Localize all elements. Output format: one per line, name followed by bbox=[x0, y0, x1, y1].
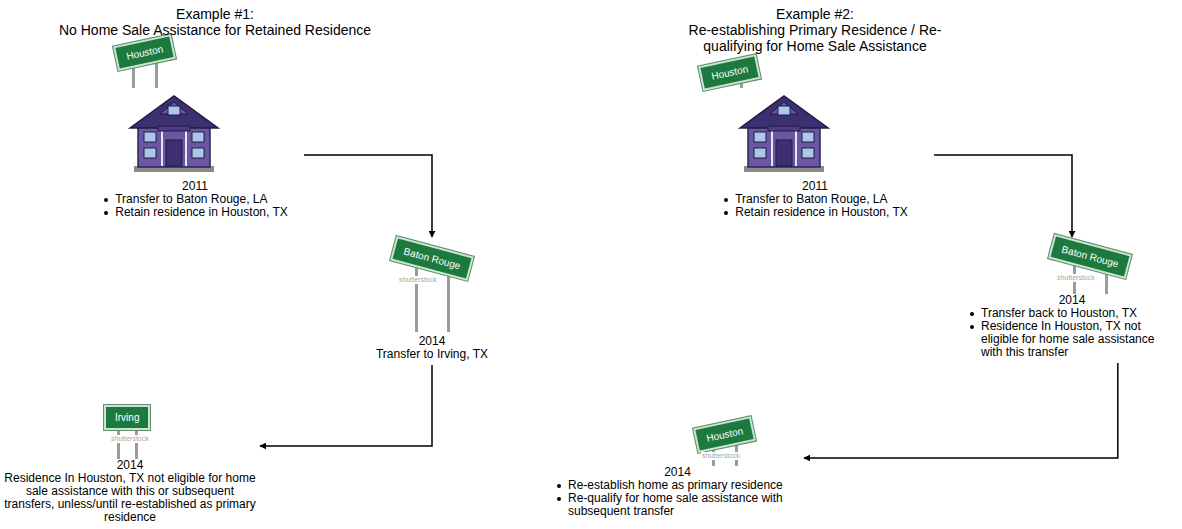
bullet-item: Retain residence in Houston, TX bbox=[722, 206, 908, 219]
bullet-dot bbox=[104, 198, 108, 202]
example-title: Example #2: bbox=[600, 6, 1030, 22]
bullet-dot bbox=[970, 325, 974, 329]
bullet-text: Re-establish home as primary residence bbox=[568, 479, 783, 492]
bullet-list: Transfer to Baton Rouge, LARetain reside… bbox=[102, 193, 288, 219]
bullet-dot bbox=[970, 312, 974, 316]
sign-post bbox=[415, 259, 418, 333]
year-text: 2011 bbox=[700, 180, 930, 193]
stage-text: 2011Transfer to Baton Rouge, LARetain re… bbox=[90, 180, 300, 219]
stage-node: Houstonshutterstock2014Re-establish home… bbox=[555, 420, 800, 518]
stage-node: Houston2011Transfer to Baton Rouge, LARe… bbox=[700, 58, 930, 219]
stage-text: 2014Transfer to Irving, TX bbox=[357, 335, 507, 361]
house-illustration bbox=[738, 88, 830, 174]
flow-arrow bbox=[304, 155, 432, 237]
flow-arrow bbox=[804, 363, 1118, 458]
road-sign: Irving shutterstock bbox=[4, 403, 256, 459]
stage-text: 2014Residence In Houston, TX not eligibl… bbox=[4, 459, 256, 524]
bullet-dot bbox=[104, 211, 108, 215]
year-text: 2014 bbox=[357, 335, 507, 348]
year-text: 2011 bbox=[90, 180, 300, 193]
bullet-item: Re-qualify for home sale assistance with… bbox=[555, 492, 800, 518]
road-sign: Houston bbox=[700, 58, 930, 180]
bullet-item: Transfer back to Houston, TX bbox=[968, 307, 1176, 320]
bullet-list: Re-establish home as primary residenceRe… bbox=[555, 479, 800, 518]
bullet-dot bbox=[557, 497, 561, 501]
bullet-item: Retain residence in Houston, TX bbox=[102, 206, 288, 219]
bullet-dot bbox=[557, 484, 561, 488]
bullet-text: Retain residence in Houston, TX bbox=[735, 206, 908, 219]
city-sign: Irving bbox=[104, 405, 150, 430]
city-sign: Baton Rouge bbox=[1048, 234, 1132, 279]
note-text: Residence In Houston, TX not eligible fo… bbox=[4, 472, 256, 524]
watermark: shutterstock bbox=[1056, 274, 1096, 282]
bullet-text: Residence In Houston, TX not eligible fo… bbox=[981, 320, 1176, 359]
stage-text: 2011Transfer to Baton Rouge, LARetain re… bbox=[700, 180, 930, 219]
bullet-text: Transfer to Baton Rouge, LA bbox=[115, 193, 267, 206]
bullet-dot bbox=[724, 198, 728, 202]
bullet-dot bbox=[724, 211, 728, 215]
note-text: Transfer to Irving, TX bbox=[357, 348, 507, 361]
bullet-item: Residence In Houston, TX not eligible fo… bbox=[968, 320, 1176, 359]
stage-node: Houston 2011Transfer to Baton Rouge, LARe… bbox=[90, 30, 300, 219]
city-sign: Houston bbox=[698, 54, 761, 91]
stage-text: 2014Re-establish home as primary residen… bbox=[555, 466, 800, 518]
bullet-list: Transfer back to Houston, TXResidence In… bbox=[968, 307, 1176, 359]
watermark: shutterstock bbox=[701, 452, 741, 460]
year-text: 2014 bbox=[555, 466, 800, 479]
bullet-item: Re-establish home as primary residence bbox=[555, 479, 800, 492]
bullet-item: Transfer to Baton Rouge, LA bbox=[102, 193, 288, 206]
city-sign: Baton Rouge bbox=[390, 236, 474, 281]
watermark: shutterstock bbox=[398, 276, 438, 284]
bullet-text: Transfer back to Houston, TX bbox=[981, 307, 1137, 320]
stage-node: Baton Rougeshutterstock2014Transfer back… bbox=[968, 240, 1176, 359]
stage-text: 2014Transfer back to Houston, TXResidenc… bbox=[968, 294, 1176, 359]
flow-arrow bbox=[934, 155, 1072, 237]
stage-node: Irving shutterstock 2014Residence In Houst… bbox=[4, 403, 256, 524]
bullet-list: Transfer to Baton Rouge, LARetain reside… bbox=[722, 193, 908, 219]
house-illustration bbox=[128, 88, 220, 174]
city-sign: Houston bbox=[693, 416, 756, 453]
stage-node: Baton Rougeshutterstock2014Transfer to I… bbox=[357, 240, 507, 361]
year-text: 2014 bbox=[968, 294, 1176, 307]
city-sign: Houston bbox=[113, 34, 176, 71]
example-title: No Home Sale Assistance for Retained Res… bbox=[0, 22, 430, 38]
example-title: Re-establishing Primary Residence / Re-q… bbox=[665, 22, 965, 54]
road-sign: Baton Rougeshutterstock bbox=[968, 240, 1176, 294]
year-text: 2014 bbox=[4, 459, 256, 472]
flow-arrow bbox=[260, 365, 432, 446]
bullet-text: Re-qualify for home sale assistance with… bbox=[568, 492, 800, 518]
example-title: Example #1: bbox=[0, 6, 430, 22]
bullet-item: Transfer to Baton Rouge, LA bbox=[722, 193, 908, 206]
road-sign: Houston bbox=[90, 30, 300, 180]
watermark: shutterstock bbox=[110, 435, 150, 443]
road-sign: Houstonshutterstock bbox=[555, 420, 800, 466]
bullet-text: Transfer to Baton Rouge, LA bbox=[735, 193, 887, 206]
bullet-text: Retain residence in Houston, TX bbox=[115, 206, 288, 219]
road-sign: Baton Rougeshutterstock bbox=[357, 240, 507, 335]
